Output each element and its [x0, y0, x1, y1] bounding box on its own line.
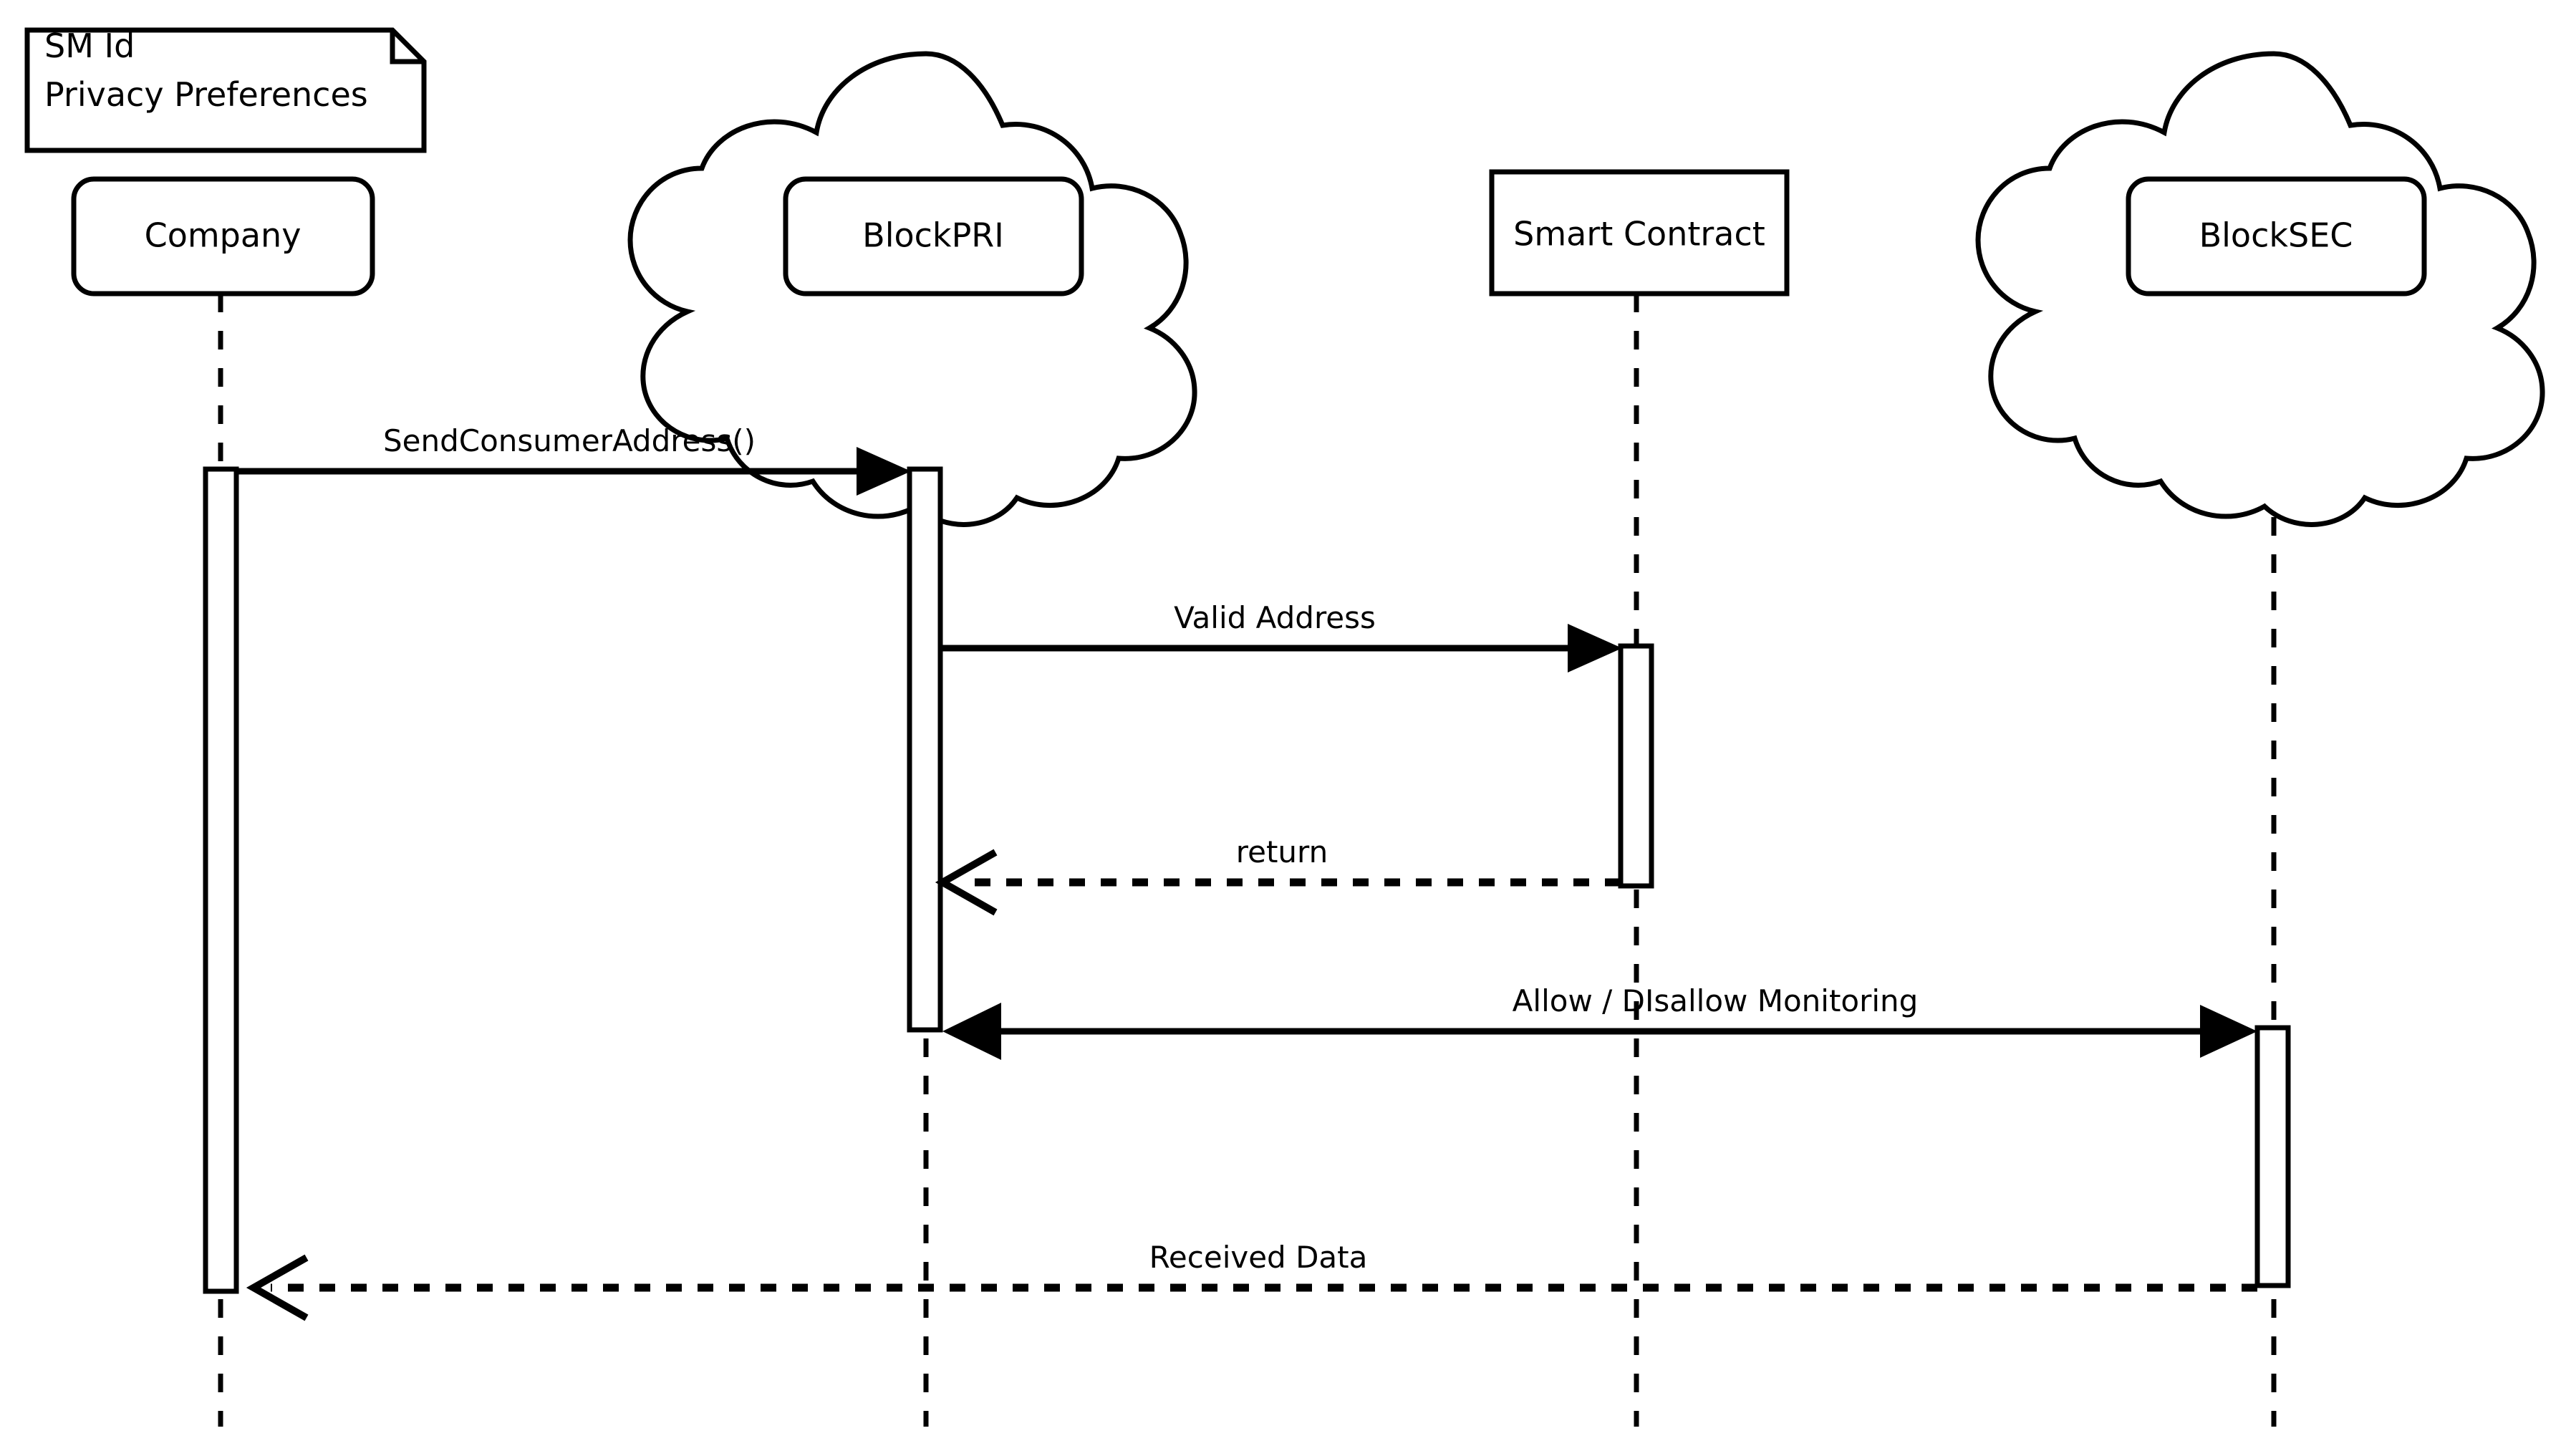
- participant-blocksec-rect[interactable]: [2126, 176, 2427, 296]
- message-1-label: SendConsumerAddress(): [383, 423, 756, 458]
- participant-box-blockpri[interactable]: BlockPRI: [783, 176, 1084, 296]
- message-allow-disallow-monitoring[interactable]: Allow / DIsallow Monitoring: [942, 983, 2257, 1060]
- message-valid-address[interactable]: Valid Address: [940, 600, 1622, 672]
- message-4-arrowhead-left-filled-icon: [942, 1003, 1001, 1060]
- note-folded-corner-icon: [390, 30, 424, 64]
- message-4-arrowhead-right-filled-icon: [2200, 1005, 2257, 1058]
- message-5-arrowhead-open-icon: [246, 1254, 309, 1321]
- activation-bar-company: [203, 466, 239, 1294]
- activation-bar-smart-contract: [1618, 643, 1654, 889]
- note-line-2: Privacy Preferences: [44, 75, 368, 114]
- participant-company-label: Company: [145, 216, 302, 255]
- participant-blocksec-label: BlockSEC: [2199, 216, 2353, 255]
- participant-blockpri-label: BlockPRI: [862, 216, 1004, 255]
- participant-company-rect[interactable]: [71, 176, 375, 296]
- note-sm-id-privacy-preferences: SM Id Privacy Preferences: [24, 26, 427, 153]
- note-line-1: SM Id: [44, 26, 135, 65]
- activation-bars-group: [203, 466, 2291, 1294]
- message-received-data[interactable]: Received Data: [246, 1240, 2257, 1321]
- message-2-arrowhead-filled-icon: [1568, 624, 1622, 672]
- message-4-label: Allow / DIsallow Monitoring: [1513, 983, 1919, 1018]
- note-body: [24, 27, 427, 153]
- message-5-label: Received Data: [1149, 1240, 1368, 1275]
- participant-box-smart-contract[interactable]: Smart Contract: [1489, 169, 1790, 296]
- participant-blockpri-rect[interactable]: [783, 176, 1084, 296]
- participant-smart-contract-label: Smart Contract: [1513, 215, 1765, 254]
- participant-box-company[interactable]: Company: [71, 176, 375, 296]
- activation-bar-blocksec: [2254, 1025, 2291, 1288]
- message-1-arrowhead-filled-icon: [857, 447, 911, 496]
- activation-bar-blockpri: [907, 466, 943, 1033]
- participant-box-blocksec[interactable]: BlockSEC: [2126, 176, 2427, 296]
- message-3-arrowhead-open-icon: [935, 849, 998, 916]
- message-2-label: Valid Address: [1174, 600, 1376, 635]
- message-send-consumer-address[interactable]: SendConsumerAddress(): [236, 423, 911, 496]
- participant-smart-contract-rect[interactable]: [1489, 169, 1790, 296]
- message-return[interactable]: return: [935, 834, 1621, 916]
- message-3-label: return: [1236, 834, 1328, 869]
